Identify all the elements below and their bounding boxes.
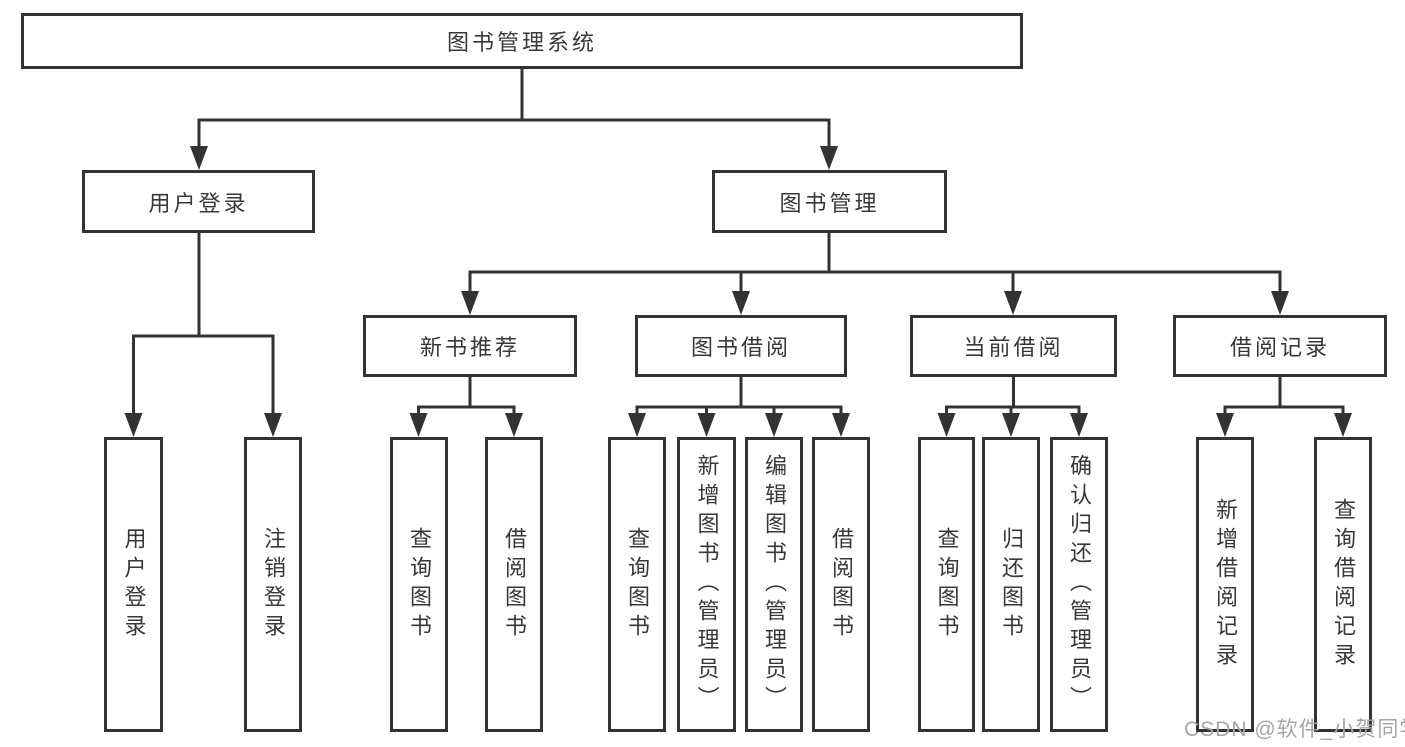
arrowhead <box>409 413 428 437</box>
leaf-query-borrow-record: 查询借阅记录 <box>1314 437 1372 732</box>
node-label: 图书借阅 <box>690 335 791 360</box>
connector-root-bar <box>197 118 831 150</box>
arrowhead <box>124 413 143 437</box>
node-root-system: 图书管理系统 <box>21 13 1023 69</box>
leaf-borrow-books: 借阅图书 <box>812 437 870 732</box>
arrowhead <box>264 413 282 437</box>
leaf-label: 用户登录 <box>121 526 147 643</box>
node-current-borrowing: 当前借阅 <box>910 315 1117 377</box>
leaf-query-books-borrow: 查询图书 <box>608 437 666 732</box>
arrowhead <box>190 146 208 170</box>
arrowhead <box>1070 413 1088 437</box>
arrowhead <box>832 413 850 437</box>
leaf-borrow-books-recommend: 借阅图书 <box>485 437 543 732</box>
leaf-user-login: 用户登录 <box>104 437 163 732</box>
leaf-label: 编辑图书（管理员） <box>762 454 787 715</box>
connector-current-bar <box>945 405 1081 417</box>
node-new-book-recommend: 新书推荐 <box>363 315 577 377</box>
leaf-label: 查询借阅记录 <box>1331 497 1356 672</box>
leaf-add-borrow-record: 新增借阅记录 <box>1196 437 1254 732</box>
node-label: 借阅记录 <box>1229 335 1330 360</box>
arrowhead <box>1004 291 1022 315</box>
leaf-label: 归还图书 <box>999 526 1024 643</box>
node-label: 用户登录 <box>148 190 249 216</box>
arrowhead <box>505 413 523 437</box>
arrowhead <box>937 413 956 437</box>
arrowhead <box>461 291 479 315</box>
connector-records-bar <box>1223 405 1345 417</box>
leaf-logout: 注销登录 <box>244 437 302 732</box>
leaf-add-book-admin: 新增图书（管理员） <box>677 437 736 732</box>
connector-bookmgmt-bar <box>468 270 1282 295</box>
node-label: 当前借阅 <box>963 335 1064 360</box>
connector-userlogin-bar <box>132 334 275 417</box>
arrowhead <box>628 413 646 437</box>
arrowhead <box>732 291 750 315</box>
leaf-confirm-return-admin: 确认归还（管理员） <box>1050 437 1108 732</box>
connector-newbook-bar <box>417 405 516 417</box>
node-book-borrowing: 图书借阅 <box>635 315 847 377</box>
watermark: CSDN @软件_小贺同学 <box>1184 718 1405 741</box>
arrowhead <box>820 146 838 170</box>
leaf-label: 借阅图书 <box>829 526 854 643</box>
arrowhead <box>697 413 716 437</box>
node-book-management: 图书管理 <box>712 170 947 233</box>
arrowhead <box>765 413 783 437</box>
leaf-label: 新增借阅记录 <box>1213 497 1238 672</box>
leaf-edit-book-admin: 编辑图书（管理员） <box>745 437 803 732</box>
arrowhead <box>1271 291 1289 315</box>
leaf-label: 注销登录 <box>261 526 286 643</box>
leaf-label: 查询图书 <box>934 526 960 643</box>
arrowhead <box>1334 413 1352 437</box>
node-label: 图书管理系统 <box>446 30 597 55</box>
arrowhead <box>1216 413 1234 437</box>
leaf-label: 查询图书 <box>407 526 432 643</box>
leaf-return-book: 归还图书 <box>982 437 1040 732</box>
leaf-label: 确认归还（管理员） <box>1067 454 1092 715</box>
arrowhead <box>1002 413 1020 437</box>
leaf-label: 查询图书 <box>625 526 650 643</box>
leaf-query-books-current: 查询图书 <box>918 437 975 732</box>
node-borrowing-records: 借阅记录 <box>1173 315 1387 377</box>
node-user-login: 用户登录 <box>82 170 315 233</box>
connector-borrow-bar <box>635 405 843 417</box>
leaf-label: 借阅图书 <box>502 526 527 643</box>
leaf-query-books-recommend: 查询图书 <box>390 437 448 732</box>
leaf-label: 新增图书（管理员） <box>694 454 720 715</box>
node-label: 新书推荐 <box>419 335 520 360</box>
node-label: 图书管理 <box>779 190 880 216</box>
